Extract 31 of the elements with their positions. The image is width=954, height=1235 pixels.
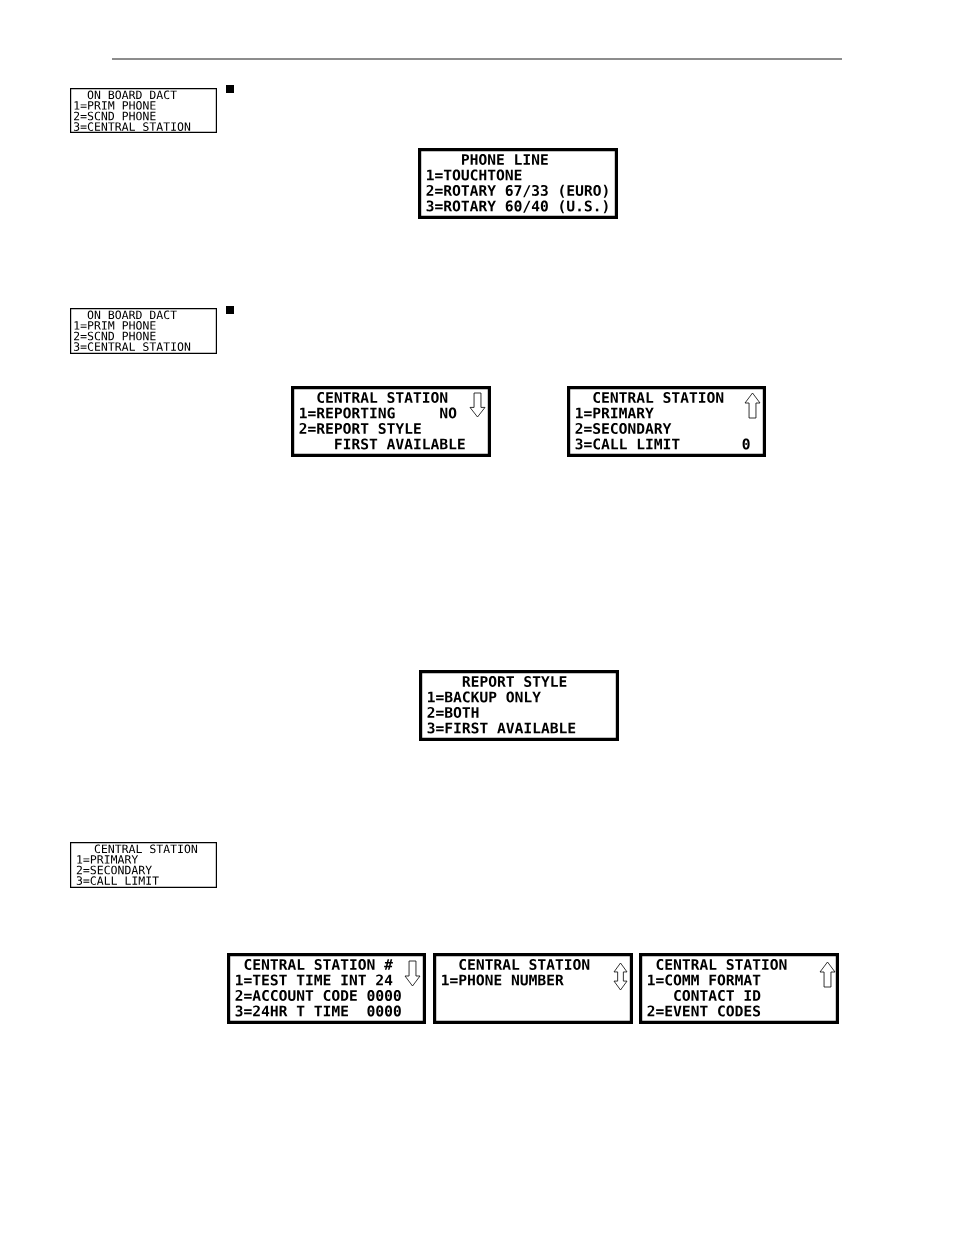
lcd-screen: CENTRAL STATION 1=REPORTING NO 2=REPORT STYLE FIRST AVAILABLE [291, 386, 491, 457]
lcd-screen: CENTRAL STATION 1=PRIMARY 2=SECONDARY 3=CALL LIMIT [70, 842, 217, 888]
node-label: 2=EVENT CODES [647, 1005, 761, 1017]
node-label: CENTRAL STATION [317, 391, 448, 404]
node-label: 0000 [367, 989, 401, 1002]
node-label: 1=COMM FORMAT [648, 974, 761, 986]
lcd-screen: CENTRAL STATION 1=COMM FORMAT CONTACT ID 2=EVENT CODES [639, 953, 839, 1024]
node-label: FIRST AVAILABLE [335, 438, 465, 450]
node-label: 2=SECONDARY [575, 422, 672, 435]
node-label: 24 [376, 974, 393, 986]
lcd-screen: ON BOARD DACT 1=PRIM PHONE 2=SCND PHONE 3=CENTRAL STATION [70, 88, 217, 133]
node-label: 1=PRIMARY [576, 407, 654, 419]
lcd-screen: PHONE LINE 1=TOUCHTONE 2=ROTARY 67/33 (EURO) 3=ROTARY 60/40 (U.S.) [418, 148, 618, 219]
node-label: 1=REPORTING [300, 407, 395, 419]
node-label: 0000 [367, 1005, 401, 1017]
node-label: 3=24HR T TIME [235, 1005, 348, 1017]
node-label: 2=REPORT STYLE [299, 422, 421, 435]
lcd-screen: CENTRAL STATION 1=PHONE NUMBER [433, 953, 633, 1024]
node-label: NO [440, 407, 457, 419]
lcd-screen: REPORT STYLE 1=BACKUP ONLY 2=BOTH 3=FIRST AVAILABLE [419, 670, 619, 741]
lcd-screen: CENTRAL STATION 1=PRIMARY 2=SECONDARY 3=CALL LIMIT 0 [567, 386, 766, 457]
node-label: CENTRAL STATION [593, 391, 724, 404]
node-label: CENTRAL STATION # [244, 958, 393, 971]
lcd-screen: ON BOARD DACT 1=PRIM PHONE 2=SCND PHONE 3=CENTRAL STATION [70, 308, 217, 354]
node-label: CENTRAL STATION [656, 958, 787, 971]
node-label: 1=TEST TIME INT [236, 974, 366, 986]
node-label: CONTACT ID [674, 989, 761, 1002]
node-label: 2=ACCOUNT CODE [235, 989, 357, 1002]
lcd-screen: CENTRAL STATION # 1=TEST TIME INT 24 2=ACCOUNT CODE 0000 3=24HR T TIME 0000 [227, 953, 426, 1024]
node-label: 0 [742, 438, 750, 450]
node-label: 3=CALL LIMIT [575, 438, 680, 450]
